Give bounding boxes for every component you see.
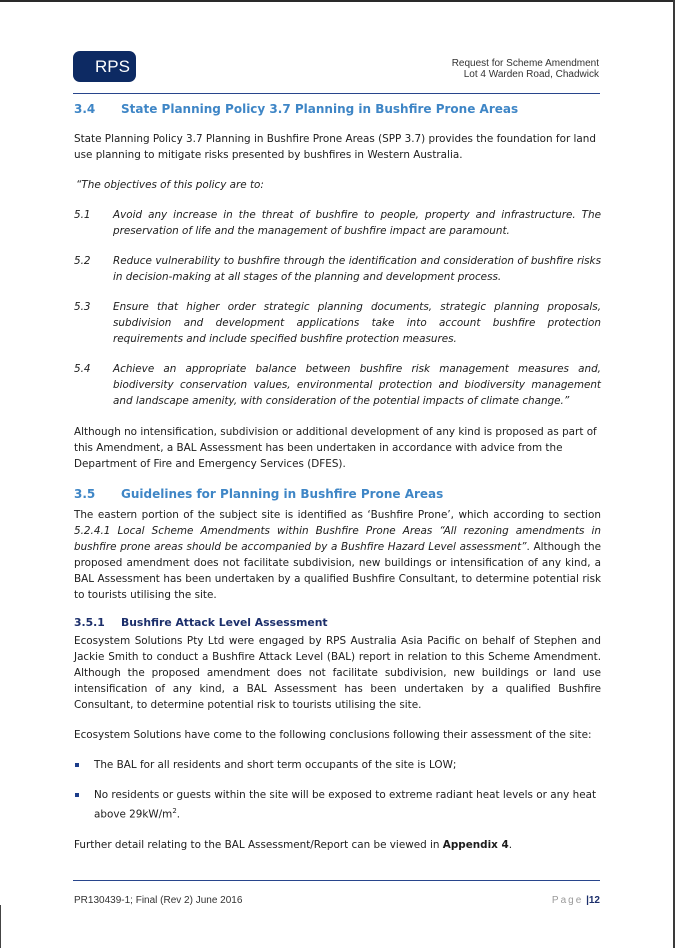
section-number: 3.5.1 xyxy=(74,616,105,629)
objective-number: 5.2 xyxy=(74,255,91,267)
page-separator: | xyxy=(586,895,589,906)
rps-logo: RPS xyxy=(73,51,136,82)
section-number: 3.5 xyxy=(74,487,96,501)
section-3-5-heading: 3.5 Guidelines for Planning in Bushfire … xyxy=(74,485,601,503)
paragraph-text: The eastern portion of the subject site … xyxy=(74,509,601,521)
section-3-4-heading: 3.4 State Planning Policy 3.7 Planning i… xyxy=(74,100,601,118)
objective-item: 5.1 Avoid any increase in the threat of … xyxy=(74,207,601,239)
footer-doc-ref: PR130439-1; Final (Rev 2) June 2016 xyxy=(74,895,243,906)
appendix-reference: Further detail relating to the BAL Asses… xyxy=(74,837,601,853)
scan-edge-top xyxy=(0,0,675,2)
objective-item: 5.3 Ensure that higher order strategic p… xyxy=(74,299,601,347)
footer-page-number: Page |12 xyxy=(552,895,600,906)
scan-edge-right xyxy=(673,0,675,948)
objective-item: 5.2 Reduce vulnerability to bushfire thr… xyxy=(74,253,601,285)
objective-text: Reduce vulnerability to bushfire through… xyxy=(113,255,601,283)
appendix-link-text: Appendix 4 xyxy=(442,839,509,852)
objective-number: 5.3 xyxy=(74,301,91,313)
bullet-text: The BAL for all residents and short term… xyxy=(94,759,457,771)
objective-number: 5.1 xyxy=(74,209,91,221)
header-rule xyxy=(73,93,600,94)
bullet-text-main: No residents or guests within the site w… xyxy=(94,789,597,821)
header-title-line2: Lot 4 Warden Road, Chadwick xyxy=(463,69,599,80)
section-3-5-1-heading: 3.5.1 Bushfire Attack Level Assessment xyxy=(74,615,601,631)
section-title: Bushfire Attack Level Assessment xyxy=(121,616,328,629)
paragraph-text: Further detail relating to the BAL Asses… xyxy=(74,839,443,852)
quoted-guideline: 5.2.4.1 Local Scheme Amendments within B… xyxy=(74,525,601,553)
bushfire-prone-paragraph: The eastern portion of the subject site … xyxy=(74,507,601,603)
bullet-marker xyxy=(74,757,94,773)
document-header: Request for Scheme Amendment Lot 4 Warde… xyxy=(452,58,599,80)
section-title: State Planning Policy 3.7 Planning in Bu… xyxy=(121,102,519,116)
page-number: 12 xyxy=(588,895,600,906)
objective-text: Ensure that higher order strategic plann… xyxy=(113,301,601,345)
page-body: 3.4 State Planning Policy 3.7 Planning i… xyxy=(74,100,601,853)
bullet-marker xyxy=(74,787,94,822)
objective-item: 5.4 Achieve an appropriate balance betwe… xyxy=(74,361,601,409)
list-item: No residents or guests within the site w… xyxy=(74,787,601,822)
objective-number: 5.4 xyxy=(74,363,91,375)
section-number: 3.4 xyxy=(74,102,96,116)
objective-text: Achieve an appropriate balance between b… xyxy=(113,363,601,407)
page-label: Page xyxy=(551,895,584,906)
bullet-text-end: . xyxy=(176,808,181,821)
bullet-text: No residents or guests within the site w… xyxy=(94,787,601,822)
spp-intro-paragraph: State Planning Policy 3.7 Planning in Bu… xyxy=(74,133,596,161)
objective-text: Avoid any increase in the threat of bush… xyxy=(113,209,601,237)
conclusions-lead: Ecosystem Solutions have come to the fol… xyxy=(74,729,592,741)
list-item: The BAL for all residents and short term… xyxy=(74,757,601,773)
ecosystem-solutions-paragraph: Ecosystem Solutions Pty Ltd were engaged… xyxy=(74,635,601,711)
section-title: Guidelines for Planning in Bushfire Pron… xyxy=(121,487,444,501)
objectives-lead: “The objectives of this policy are to: xyxy=(76,179,264,191)
footer-rule xyxy=(73,880,600,881)
bal-closing-paragraph: Although no intensification, subdivision… xyxy=(74,426,597,470)
superscript: 2 xyxy=(172,807,177,815)
header-title-line1: Request for Scheme Amendment xyxy=(451,58,599,69)
scan-edge-left xyxy=(0,905,1,948)
paragraph-text: . Although the proposed amendment does n… xyxy=(74,541,601,601)
paragraph-text: . xyxy=(508,839,513,852)
